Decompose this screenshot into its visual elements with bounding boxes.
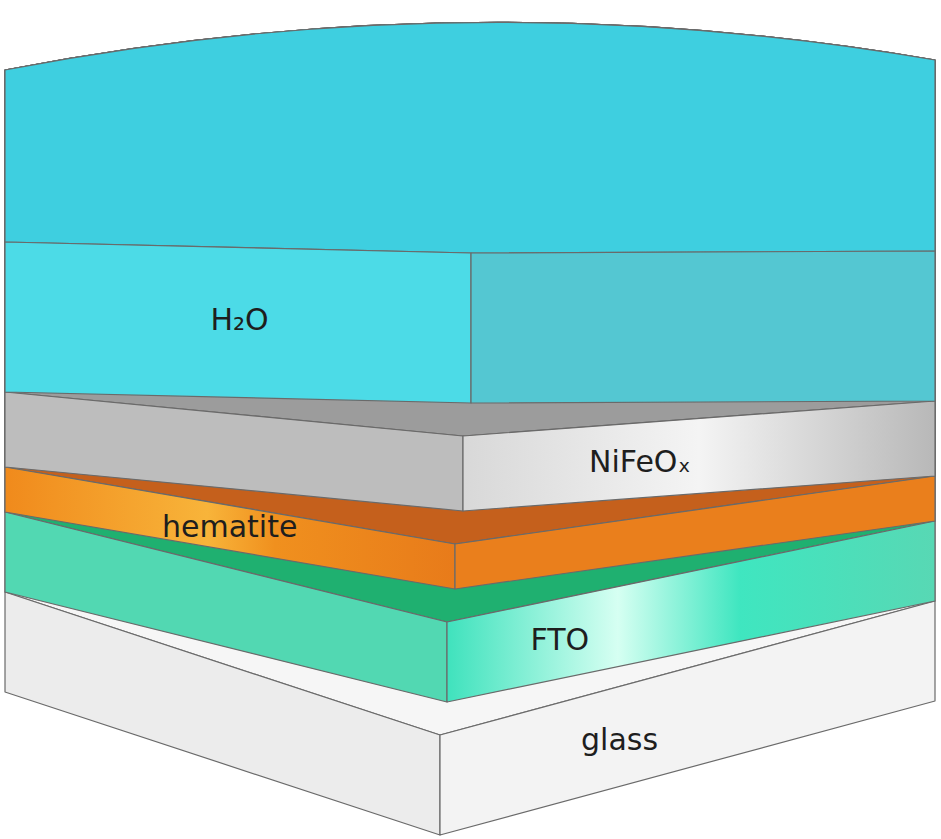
layer-label: H₂O [211,303,270,338]
glass-label-band: glass [577,719,663,762]
water-right-face [471,251,935,403]
fto-top [5,22,935,622]
water-top [5,22,935,253]
layer-label: NiFeOₓ [589,445,691,480]
nifeox-layer [5,22,935,511]
fto-label-band: FTO [527,619,594,662]
layer-label: hematite [162,510,298,545]
hematite-layer [5,22,935,589]
glass-top [5,22,935,735]
water-label-band: H₂O [207,299,274,342]
hematite-top [5,22,935,544]
layer-label: glass [581,723,659,758]
nifeox-label-band: NiFeOₓ [585,441,695,484]
water-left-face [5,242,471,403]
hematite-label-band: hematite [158,506,302,549]
layer-label: FTO [531,623,590,658]
nifeox-right-face [463,401,935,511]
water-layer [5,22,935,403]
nifeox-top [5,22,935,436]
nifeox-left-face [5,392,463,511]
fto-layer [5,22,935,702]
glass-layer [5,22,935,835]
